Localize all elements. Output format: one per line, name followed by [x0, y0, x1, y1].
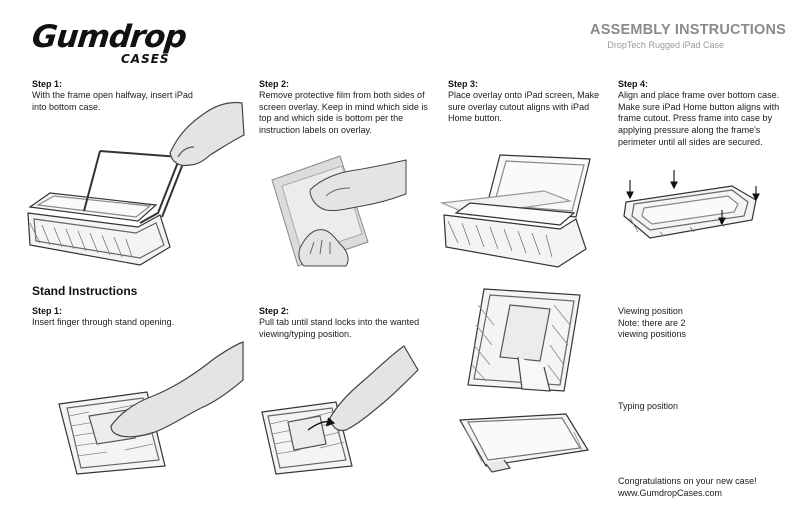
- assembly-step-3: Step 3: Place overlay onto iPad screen, …: [448, 78, 608, 125]
- step-line: Align and place frame over bottom case.: [618, 90, 780, 100]
- stand-section-title: Stand Instructions: [32, 284, 138, 298]
- step-line: Place overlay onto iPad screen, Make: [448, 90, 600, 100]
- step-line: Remove protective film from both sides o…: [259, 90, 425, 100]
- step-line: top and which side is bottom per the: [259, 113, 404, 124]
- assembly-step-4: Step 4: Align and place frame over botto…: [618, 78, 803, 149]
- step2-illustration: [271, 155, 407, 267]
- brand-sub: CASES: [121, 52, 170, 66]
- step-line: applying pressure along the frame's: [618, 125, 761, 136]
- footer-congrats: Congratulations on your new case! www.Gu…: [618, 476, 798, 499]
- step1-illustration: [27, 101, 245, 266]
- stand-step1-illustration: [58, 341, 244, 475]
- step-heading: Step 1:: [32, 79, 63, 89]
- step-line: viewing/typing position.: [259, 328, 352, 339]
- note-line: Note: there are 2: [618, 317, 686, 328]
- viewing-position-note: Viewing position Note: there are 2 viewi…: [618, 306, 768, 341]
- stand-step-1: Step 1: Insert finger through stand open…: [32, 305, 232, 329]
- typing-position-illustration: [459, 413, 589, 473]
- stand-step2-illustration: [261, 345, 419, 475]
- note-line: Viewing position: [618, 306, 683, 316]
- note-line: viewing positions: [618, 329, 687, 340]
- step3-illustration: [439, 154, 591, 268]
- stand-step-2: Step 2: Pull tab until stand locks into …: [259, 305, 439, 340]
- step-line: instruction labels on overlay.: [259, 125, 372, 136]
- viewing-position-illustration: [467, 288, 581, 392]
- congrats-text: Congratulations on your new case!: [618, 476, 757, 486]
- document-title: ASSEMBLY INSTRUCTIONS: [590, 22, 786, 38]
- step-line: perimeter until all sides are secured.: [618, 136, 763, 147]
- website-link[interactable]: www.GumdropCases.com: [618, 487, 723, 498]
- step-heading: Step 2:: [259, 306, 290, 316]
- step4-illustration: [623, 170, 760, 239]
- brand-name: Gumdrop: [30, 19, 188, 55]
- step-heading: Step 3:: [448, 79, 479, 89]
- typing-position-label: Typing position: [618, 401, 679, 411]
- assembly-step-2: Step 2: Remove protective film from both…: [259, 78, 439, 137]
- step-line: sure overlay cutout aligns with iPad: [448, 101, 590, 112]
- step-line: into bottom case.: [32, 101, 101, 112]
- assembly-step-1: Step 1: With the frame open halfway, ins…: [32, 78, 232, 113]
- step-heading: Step 1:: [32, 306, 63, 316]
- step-line: screen overlay. Keep in mind which side …: [259, 101, 428, 112]
- document-subtitle: DropTech Rugged iPad Case: [607, 40, 724, 50]
- brand-logo: Gumdrop CASES: [30, 19, 188, 66]
- step-line: Home button.: [448, 113, 503, 124]
- step-line: frame cutout. Press frame into case by: [618, 113, 773, 124]
- step-line: Insert finger through stand opening.: [32, 317, 175, 327]
- step-line: Pull tab until stand locks into the want…: [259, 317, 420, 327]
- step-heading: Step 4:: [618, 79, 649, 89]
- step-heading: Step 2:: [259, 79, 290, 89]
- step-line: Make sure iPad Home button aligns with: [618, 101, 780, 112]
- step-line: With the frame open halfway, insert iPad: [32, 90, 193, 100]
